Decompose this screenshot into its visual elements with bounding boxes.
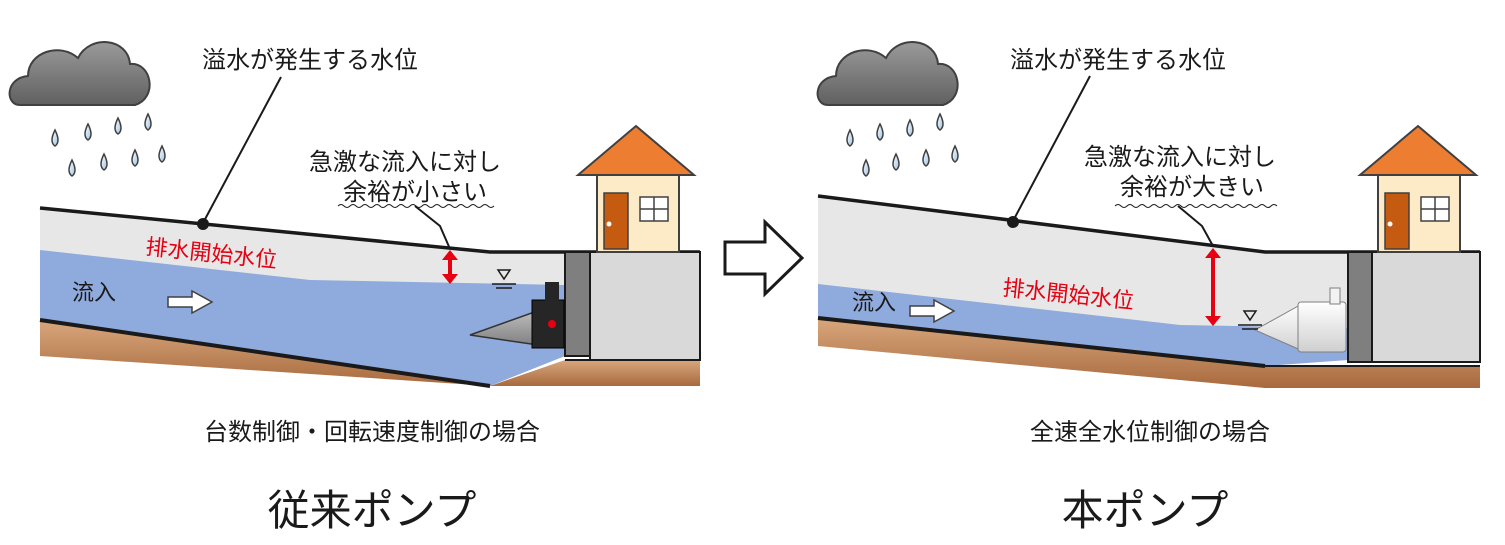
cloud-icon — [816, 41, 959, 106]
margin-arrow — [442, 250, 458, 284]
callout-margin-line2: 余裕が大きい — [1120, 173, 1264, 201]
callout-margin-line1: 急激な流入に対し — [1084, 143, 1276, 171]
arrow-right-icon — [909, 298, 956, 324]
water-level-icon — [492, 269, 516, 289]
inflow-label: 流入 — [72, 281, 116, 306]
overflow-point — [197, 218, 209, 230]
left-panel: 溢水が発生する水位 急激な流入に対し 余裕が小さい 排水開始水位 流入 台数制御… — [8, 41, 701, 535]
cloud-icon — [8, 41, 151, 106]
callout-overflow-level: 溢水が発生する水位 — [202, 46, 418, 74]
right-panel: 溢水が発生する水位 急激な流入に対し 余裕が大きい 排水開始水位 流入 全速全水… — [816, 41, 1481, 535]
pump-icon — [469, 282, 565, 349]
station-wall — [564, 251, 591, 357]
raindrop-icon — [846, 112, 959, 177]
overflow-point — [1007, 216, 1019, 228]
arrow-right-icon — [167, 289, 214, 315]
water-level-icon — [1238, 310, 1262, 330]
panel-title: 従来ポンプ — [268, 486, 477, 535]
house-icon — [1357, 124, 1479, 253]
margin-arrow — [1205, 248, 1221, 326]
house-icon — [575, 124, 697, 253]
arrow-right-icon — [723, 218, 805, 298]
control-label: 台数制御・回転速度制御の場合 — [204, 418, 540, 446]
callout-overflow-level: 溢水が発生する水位 — [1010, 46, 1226, 74]
ground-strip — [818, 318, 1480, 388]
control-label: 全速全水位制御の場合 — [1030, 418, 1270, 446]
water-body — [818, 284, 1348, 366]
station-wall — [1347, 251, 1373, 363]
panel-title: 本ポンプ — [1062, 486, 1229, 535]
callout-margin-line1: 急激な流入に対し — [309, 148, 501, 176]
station-block — [1371, 251, 1481, 363]
callout-margin-line2: 余裕が小さい — [343, 178, 487, 206]
inflow-label: 流入 — [852, 291, 896, 316]
water-body — [40, 250, 565, 386]
station-block — [589, 251, 701, 361]
pump-icon — [1253, 287, 1347, 353]
raindrop-icon — [51, 112, 166, 177]
